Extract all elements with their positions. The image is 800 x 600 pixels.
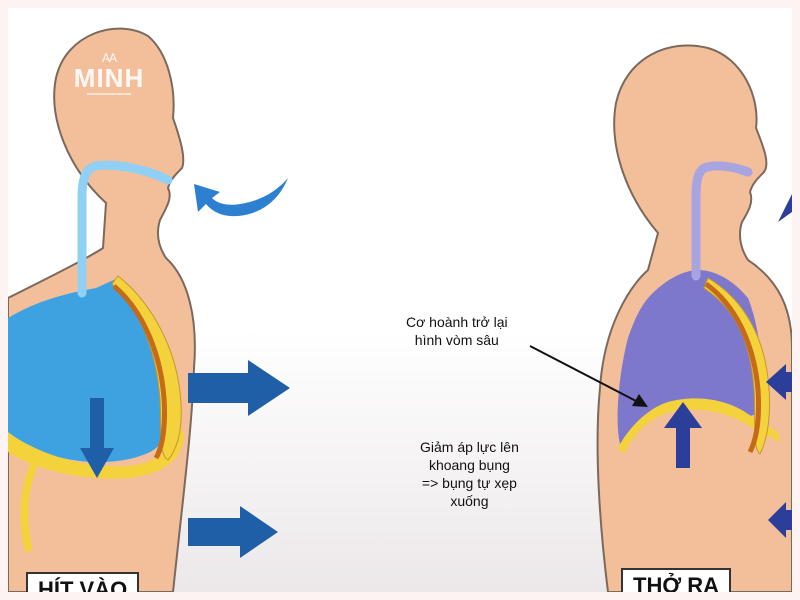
chest-expand-arrow [188, 360, 290, 416]
diaphragm-annotation-line-1: Cơ hoành trở lại [406, 314, 508, 330]
inhale-figure [8, 27, 196, 592]
pressure-annotation-line-1: Giảm áp lực lên [420, 439, 519, 455]
pressure-annotation: Giảm áp lực lên khoang bụng => bụng tự x… [420, 438, 519, 510]
inhale-abdomen-line [20, 454, 42, 552]
exhale-figure [596, 44, 792, 592]
annotation-pointer-line [529, 345, 639, 403]
inhale-airway [77, 160, 173, 298]
diagram-frame: AA MINH Cơ hoành trở lại hình vòm sâu Gi… [8, 8, 792, 592]
exhale-air-arrow [778, 194, 792, 222]
belly-compress-arrow [768, 502, 792, 538]
diaphragm-annotation: Cơ hoành trở lại hình vòm sâu [406, 313, 508, 349]
watermark-logo: AA MINH [72, 52, 146, 95]
pressure-annotation-line-4: xuống [450, 493, 489, 509]
pressure-annotation-line-2: khoang bụng [428, 457, 510, 473]
inhale-label: HÍT VÀO [26, 572, 140, 592]
diaphragm-annotation-line-2: hình vòm sâu [414, 332, 499, 348]
pressure-annotation-line-3: => bụng tự xẹp [421, 475, 517, 491]
belly-expand-arrow [188, 506, 278, 558]
exhale-spine [704, 281, 761, 454]
exhale-airway [691, 161, 753, 281]
inhale-diaphragm [8, 428, 184, 479]
inhale-air-curved-arrow [194, 178, 288, 217]
exhale-diaphragm-up-arrow [664, 402, 702, 468]
annotation-pointer-head [632, 394, 648, 407]
exhale-lungs [617, 270, 762, 444]
inhale-spine [112, 284, 167, 460]
inhale-lungs [8, 278, 177, 463]
logo-mark: AA [101, 51, 117, 65]
diagram-illustration [8, 8, 792, 592]
chest-compress-arrow [766, 364, 792, 400]
inhale-diaphragm-down-arrow [80, 398, 114, 478]
logo-word: MINH [73, 63, 145, 93]
exhale-diaphragm [618, 398, 780, 454]
logo-underline [87, 93, 131, 95]
exhale-label: THỞ RA [621, 568, 731, 592]
